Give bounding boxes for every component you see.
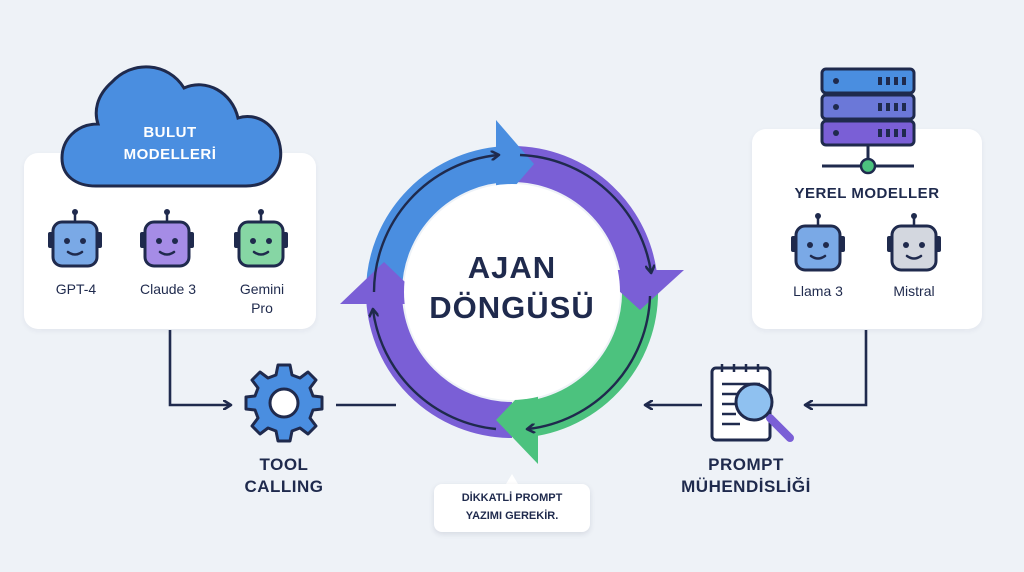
model-label-mistral: Mistral bbox=[893, 283, 935, 299]
gear-icon bbox=[244, 363, 324, 443]
callout-line1: DİKKATLİ PROMPT bbox=[461, 492, 563, 504]
model-label-llama3: Llama 3 bbox=[793, 283, 843, 299]
agent-loop-title-line2: DÖNGÜSÜ bbox=[429, 290, 595, 325]
agent-loop-title: AJAN DÖNGÜSÜ bbox=[412, 248, 612, 328]
robot-icon-gemini-pro bbox=[234, 209, 288, 268]
connector-cloud-to-tool bbox=[168, 330, 230, 405]
agent-loop-ring bbox=[340, 120, 684, 464]
robot-icon-gpt4 bbox=[48, 209, 102, 268]
tool-calling-label: TOOL CALLING bbox=[244, 455, 324, 496]
loop-arc-purple-right bbox=[511, 145, 658, 288]
robot-icon-mistral bbox=[887, 213, 941, 272]
loop-arc-purple-left bbox=[366, 291, 513, 438]
prompt-warning-callout: DİKKATLİ PROMPT YAZIMI GEREKİR. bbox=[434, 484, 590, 532]
prompt-engineering-label: PROMPT MÜHENDİSLİĞİ bbox=[681, 455, 811, 496]
cloud-icon bbox=[60, 65, 283, 188]
connector-local-to-prompt bbox=[806, 330, 868, 405]
model-label-claude3: Claude 3 bbox=[139, 281, 197, 297]
server-icon bbox=[820, 67, 916, 175]
cloud-title-line1: BULUT bbox=[143, 124, 197, 141]
callout-pointer bbox=[506, 474, 518, 484]
loop-arc-green bbox=[514, 287, 659, 438]
model-label-gemini-pro: Gemini Pro bbox=[239, 281, 285, 316]
cloud-title-line2: MODELLERİ bbox=[123, 146, 217, 163]
robot-icon-llama3 bbox=[791, 213, 845, 272]
agent-loop-title-line1: AJAN bbox=[467, 250, 557, 285]
model-label-gpt4: GPT-4 bbox=[55, 281, 97, 297]
cloud-title: BULUT MODELLERİ bbox=[100, 122, 240, 166]
callout-line2: YAZIMI GEREKİR. bbox=[465, 510, 559, 522]
local-title: YEREL MODELLER bbox=[794, 185, 940, 202]
document-search-icon bbox=[710, 364, 794, 442]
robot-icon-claude3 bbox=[140, 209, 194, 268]
